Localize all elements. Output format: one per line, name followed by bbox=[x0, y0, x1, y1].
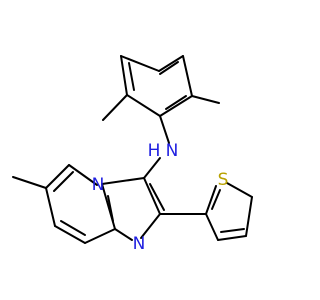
bond bbox=[101, 177, 145, 185]
pyridine-ring bbox=[45, 164, 116, 244]
bond bbox=[182, 55, 193, 97]
bond bbox=[126, 94, 161, 117]
bond bbox=[114, 228, 133, 241]
bond bbox=[84, 228, 116, 244]
double-bond-inner bbox=[211, 189, 221, 210]
imine-n-label: N bbox=[133, 234, 146, 254]
bond bbox=[120, 55, 160, 72]
bond bbox=[143, 177, 161, 215]
double-bond-inner bbox=[128, 62, 135, 91]
double-bond-inner bbox=[159, 61, 179, 75]
bond bbox=[120, 55, 128, 96]
thiophene-s-label: S bbox=[218, 170, 229, 190]
bond bbox=[45, 164, 70, 189]
bond bbox=[205, 185, 217, 215]
bond bbox=[226, 182, 253, 198]
methyl-bond-left bbox=[102, 94, 128, 121]
bridgehead-n-label: N bbox=[92, 175, 105, 195]
imidazole-ring bbox=[101, 177, 165, 241]
thiophene-ring bbox=[205, 182, 253, 241]
aryl-nh-bond bbox=[159, 115, 170, 144]
methyl-bond-right bbox=[191, 95, 220, 104]
double-bond-inner bbox=[220, 228, 245, 233]
bond bbox=[158, 55, 184, 72]
amine-h-label: H bbox=[148, 141, 161, 161]
amine-n-label: N bbox=[166, 141, 179, 161]
bond bbox=[159, 95, 193, 117]
methyl-bond-pyridine bbox=[12, 176, 47, 189]
bond bbox=[217, 235, 247, 241]
bond bbox=[140, 213, 161, 239]
double-bond-inner bbox=[53, 171, 74, 192]
double-bond-inner bbox=[107, 195, 114, 222]
nh-c3-bond bbox=[143, 157, 161, 179]
dimethylphenyl-ring bbox=[120, 55, 193, 117]
double-bond-inner bbox=[60, 220, 86, 236]
molecule-canvas: N H N N S bbox=[12, 55, 253, 254]
double-bond-inner bbox=[149, 183, 165, 211]
bond bbox=[205, 213, 219, 241]
bond bbox=[245, 196, 253, 237]
bond bbox=[68, 164, 98, 186]
bond bbox=[54, 225, 86, 244]
double-bond-inner bbox=[165, 95, 187, 110]
bond bbox=[45, 187, 56, 227]
molecule-structure: N H N N S bbox=[12, 55, 253, 254]
